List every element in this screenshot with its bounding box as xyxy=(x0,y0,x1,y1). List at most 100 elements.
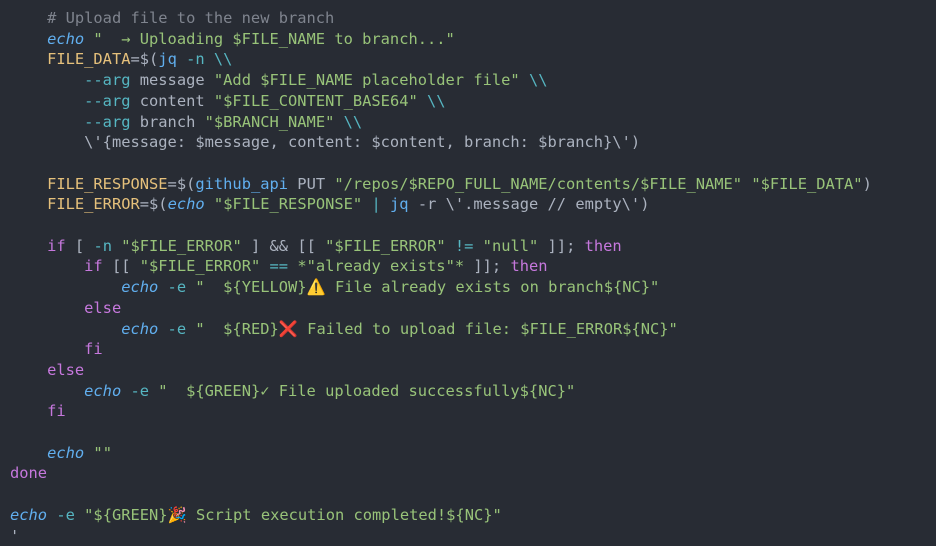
code-token: echo xyxy=(47,29,85,48)
code-token: [ xyxy=(65,236,94,255)
code-token: | xyxy=(362,195,390,214)
indent xyxy=(10,320,121,338)
code-token: "$FILE_ERROR" xyxy=(325,236,446,255)
code-token: -n \\ xyxy=(176,50,233,69)
code-token: \'{message: $message, content: $content,… xyxy=(84,133,641,152)
code-token: message xyxy=(130,71,214,90)
code-line[interactable]: else xyxy=(10,298,121,318)
code-token xyxy=(742,175,751,193)
indent xyxy=(10,71,84,89)
code-line[interactable]: FILE_RESPONSE=$(github_api PUT "/repos/$… xyxy=(10,174,872,194)
indent xyxy=(10,50,47,68)
code-token: "$FILE_RESPONSE" xyxy=(213,195,363,214)
code-line[interactable]: --arg content "$FILE_CONTENT_BASE64" \\ xyxy=(10,91,446,111)
code-token: then xyxy=(510,257,548,276)
code-line[interactable]: echo -e " ${GREEN}✓ File uploaded succes… xyxy=(10,381,575,401)
code-token: github_api xyxy=(195,174,289,193)
code-line[interactable]: echo -e "${GREEN}🎉 Script execution comp… xyxy=(10,505,502,525)
code-token: branch xyxy=(130,112,205,131)
code-token: --arg xyxy=(84,112,131,131)
code-token: if xyxy=(84,257,103,276)
indent xyxy=(10,237,47,255)
code-line[interactable]: \'{message: $message, content: $content,… xyxy=(10,132,640,152)
code-token: "null" xyxy=(482,236,539,255)
code-token: *"already exists"* xyxy=(297,257,465,276)
code-token: done xyxy=(10,464,48,483)
indent xyxy=(10,340,84,358)
code-token: -e xyxy=(47,505,85,524)
code-token: \\ xyxy=(334,112,363,131)
code-token: echo xyxy=(121,278,159,297)
code-token: "$BRANCH_NAME" xyxy=(204,112,335,131)
code-line[interactable]: # Upload file to the new branch xyxy=(10,8,334,28)
code-line[interactable]: echo "" xyxy=(10,443,112,463)
code-line[interactable]: fi xyxy=(10,339,103,359)
code-token: if xyxy=(47,236,66,255)
code-token: ) xyxy=(862,174,872,193)
code-token: "" xyxy=(84,443,112,462)
code-token: ' xyxy=(10,526,20,545)
code-line[interactable]: --arg message "Add $FILE_NAME placeholde… xyxy=(10,70,547,90)
indent xyxy=(10,278,121,296)
code-line[interactable]: echo -e " ${RED}❌ Failed to upload file:… xyxy=(10,319,678,339)
code-token: " ${GREEN}✓ File uploaded successfully${… xyxy=(158,381,576,400)
indent xyxy=(10,133,84,151)
code-token: echo xyxy=(167,195,205,214)
indent xyxy=(10,92,84,110)
code-token: "$FILE_ERROR" xyxy=(139,257,261,276)
code-line[interactable]: fi xyxy=(10,401,66,421)
code-token: content xyxy=(130,91,214,110)
code-token: != xyxy=(445,236,483,255)
code-token: =$( xyxy=(167,174,196,193)
code-line[interactable]: ' xyxy=(10,526,19,546)
code-token: --arg xyxy=(84,91,131,110)
code-token: echo xyxy=(10,505,48,524)
code-token: echo xyxy=(121,319,159,338)
code-token xyxy=(205,195,214,213)
code-token: then xyxy=(584,236,622,255)
code-token: # Upload file to the new branch xyxy=(47,9,335,27)
code-token: ] && [[ xyxy=(241,236,326,255)
code-token: else xyxy=(84,298,122,317)
code-token: [[ xyxy=(102,257,140,276)
code-line[interactable]: else xyxy=(10,360,84,380)
code-token: FILE_DATA xyxy=(47,50,131,69)
code-token: FILE_ERROR xyxy=(47,195,140,214)
code-line[interactable]: echo -e " ${YELLOW}⚠️ File already exist… xyxy=(10,277,659,297)
indent xyxy=(10,382,84,400)
code-token: "${GREEN}🎉 Script execution completed!${… xyxy=(84,505,502,524)
code-line[interactable]: if [[ "$FILE_ERROR" == *"already exists"… xyxy=(10,256,548,276)
code-token: " → Uploading $FILE_NAME to branch..." xyxy=(84,29,455,48)
code-token: fi xyxy=(84,340,103,359)
code-line[interactable]: FILE_DATA=$(jq -n \\ xyxy=(10,49,232,69)
indent xyxy=(10,444,47,462)
indent xyxy=(10,195,47,213)
code-line[interactable]: FILE_ERROR=$(echo "$FILE_RESPONSE" | jq … xyxy=(10,194,649,214)
code-token: --arg xyxy=(84,71,131,90)
code-token: PUT xyxy=(288,174,335,193)
indent xyxy=(10,361,47,379)
code-token: echo xyxy=(84,381,122,400)
code-token: fi xyxy=(47,402,66,421)
code-line[interactable]: echo " → Uploading $FILE_NAME to branch.… xyxy=(10,29,455,49)
code-token: ]]; xyxy=(464,257,511,276)
code-token: ]]; xyxy=(538,236,585,255)
code-token: else xyxy=(47,360,85,379)
code-token: \\ xyxy=(417,91,446,110)
code-line[interactable]: --arg branch "$BRANCH_NAME" \\ xyxy=(10,112,362,132)
code-token: =$( xyxy=(130,50,159,69)
code-line[interactable]: if [ -n "$FILE_ERROR" ] && [[ "$FILE_ERR… xyxy=(10,236,622,256)
indent xyxy=(10,9,47,27)
code-token: -n xyxy=(93,236,122,255)
code-token: "$FILE_DATA" xyxy=(751,174,863,193)
code-token: -e xyxy=(121,381,159,400)
code-token: -e xyxy=(158,319,196,338)
code-line[interactable]: done xyxy=(10,463,47,483)
indent xyxy=(10,30,47,48)
indent xyxy=(10,299,84,317)
code-token: FILE_RESPONSE xyxy=(47,174,168,193)
code-token: echo xyxy=(47,443,85,462)
code-token: "Add $FILE_NAME placeholder file" xyxy=(213,71,520,90)
code-token: =$( xyxy=(139,195,168,214)
